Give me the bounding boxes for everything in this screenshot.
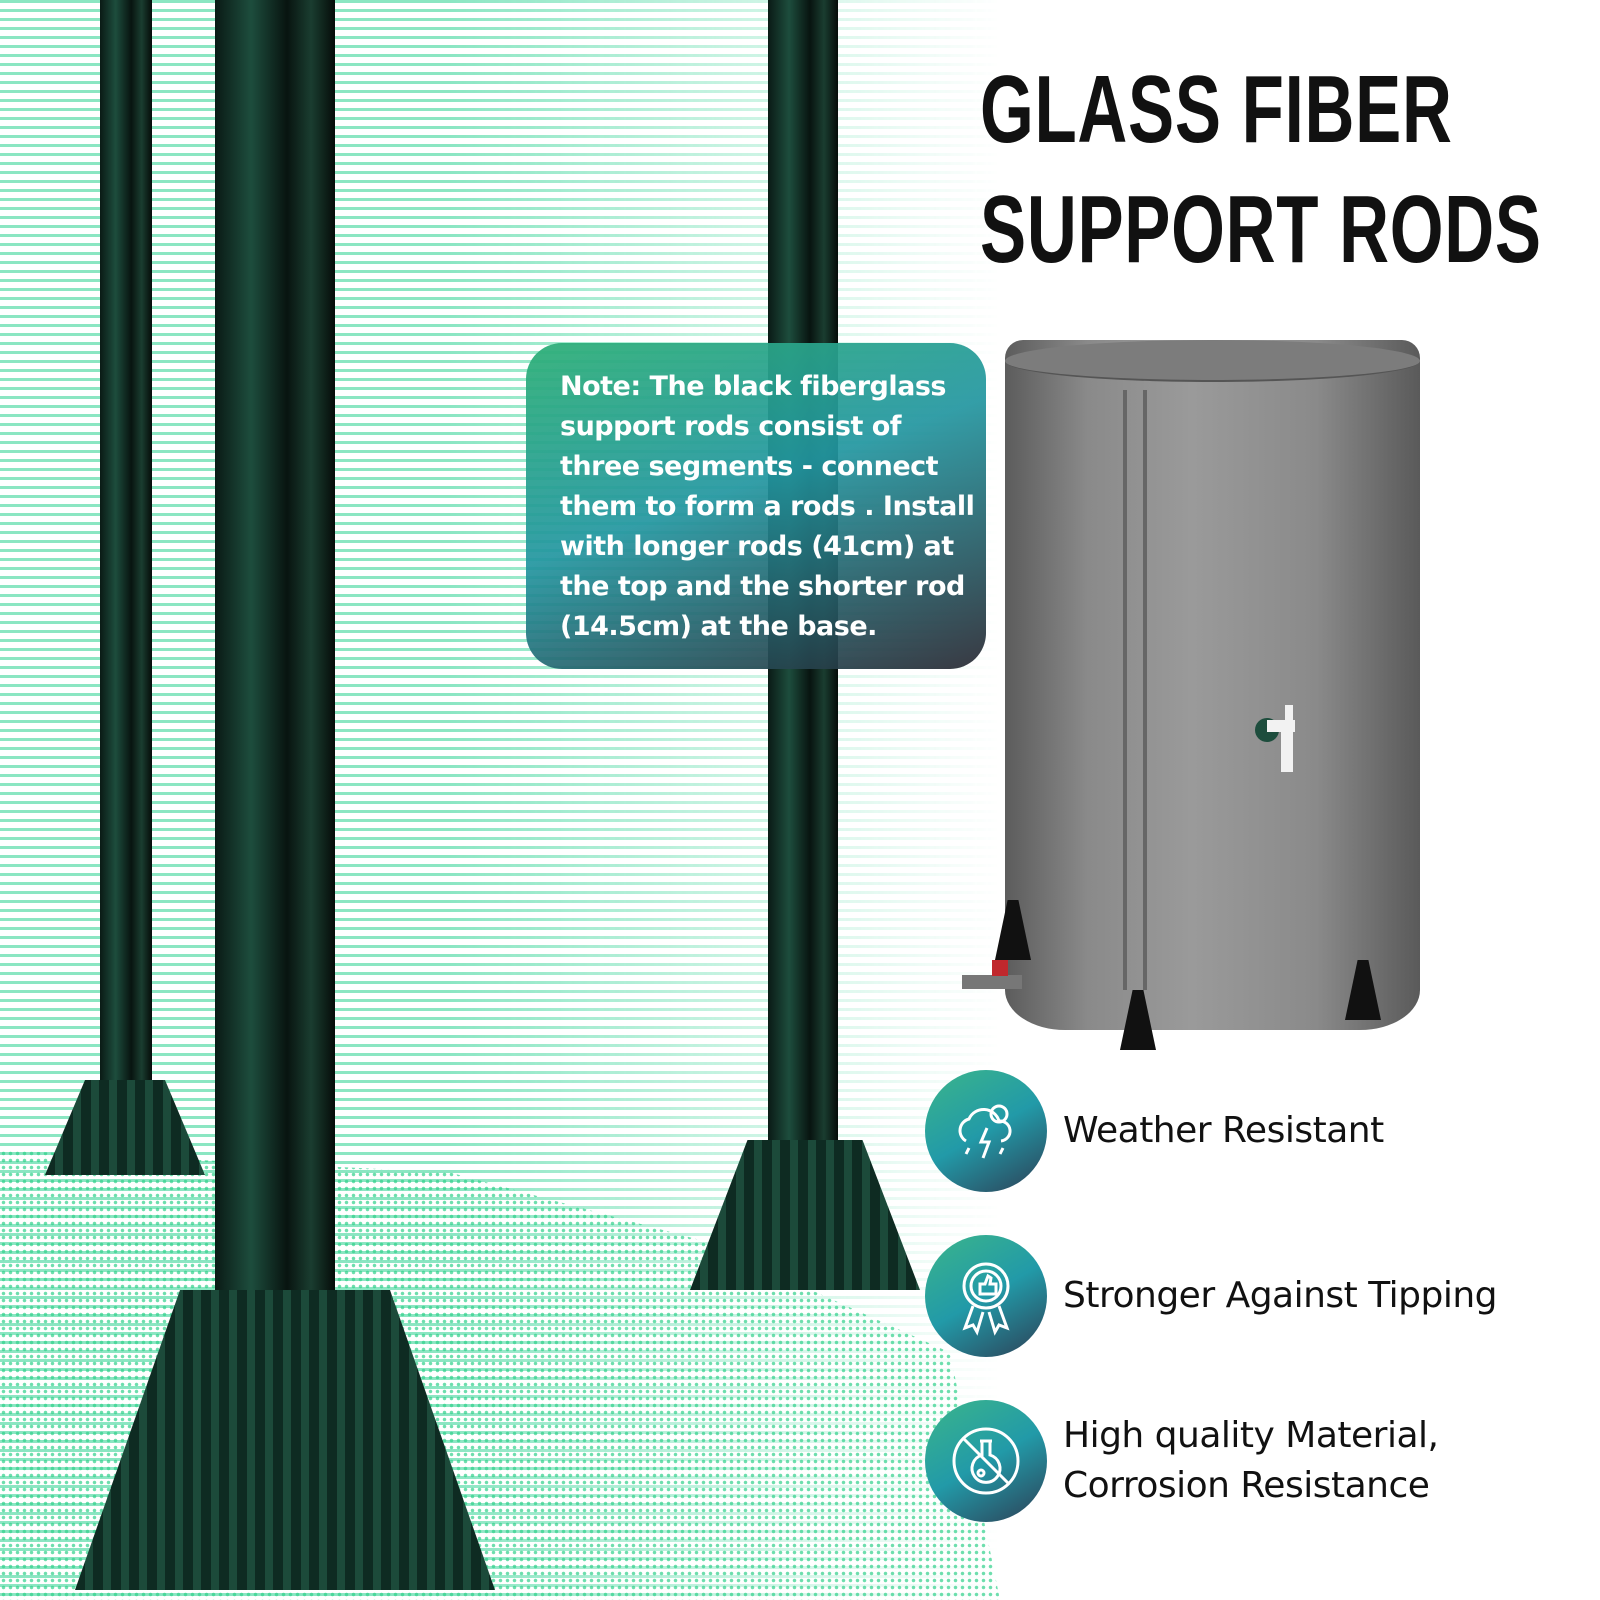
drain-valve-icon [962, 960, 1022, 989]
faucet-icon [1255, 705, 1295, 772]
weather-storm-icon [925, 1070, 1047, 1192]
barrel-seam [1123, 390, 1127, 990]
no-corrosion-flask-icon [925, 1400, 1047, 1522]
installation-note: Note: The black fiberglass support rods … [526, 343, 986, 669]
feature-stronger-against-tipping: Stronger Against Tipping [925, 1235, 1498, 1357]
barrel-lid [1005, 340, 1420, 382]
page-title: GLASS FIBER SUPPORT RODS [980, 56, 1542, 283]
support-rod-back-left [100, 0, 152, 1090]
note-text: Note: The black fiberglass support rods … [560, 371, 975, 642]
support-rod-front [215, 0, 335, 1320]
feature-corrosion-resistance: High quality Material, Corrosion Resista… [925, 1400, 1439, 1522]
barrel-seam [1143, 390, 1147, 990]
feature-weather-resistant: Weather Resistant [925, 1070, 1384, 1192]
thumbs-up-badge-icon [925, 1235, 1047, 1357]
rain-barrel-image [1005, 340, 1420, 1030]
